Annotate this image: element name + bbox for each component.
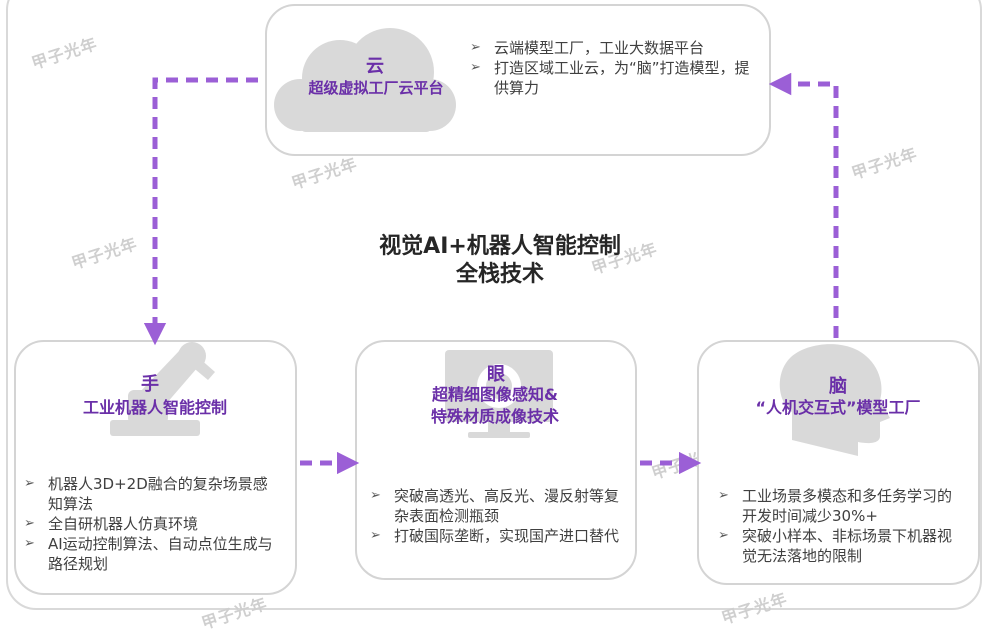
cloud-title: 云 [366, 56, 384, 77]
list-item: ➢打破国际垄断，实现国产进口替代 [370, 527, 620, 545]
center-title-line1: 视觉AI+机器人智能控制 [379, 234, 621, 259]
robot-arm-icon [110, 342, 215, 436]
hand-bullets: ➢机器人3D+2D融合的复杂场景感知算法 ➢全自研机器人仿真环境 ➢AI运动控制… [24, 474, 279, 574]
list-item: ➢机器人3D+2D融合的复杂场景感知算法 [24, 475, 268, 513]
eye-subtitle-line2: 特殊材质成像技术 [430, 407, 559, 426]
eye-subtitle-line1: 超精细图像感知& [432, 385, 558, 404]
eye-monitor-icon [445, 350, 553, 438]
brain-subtitle: “人机交互式”模型工厂 [755, 398, 921, 417]
list-item: ➢云端模型工厂，工业大数据平台 [470, 39, 705, 57]
arrow-brain-to-cloud [768, 72, 839, 338]
list-item: ➢AI运动控制算法、自动点位生成与路径规划 [24, 535, 273, 573]
list-item: ➢工业场景多模态和多任务学习的开发时间减少30%+ [718, 487, 953, 525]
brain-title: 脑 [829, 376, 847, 397]
hand-subtitle: 工业机器人智能控制 [82, 398, 227, 417]
list-item: ➢打造区域工业云，为“脑”打造模型，提供算力 [470, 59, 750, 97]
list-item: ➢突破小样本、非标场景下机器视觉无法落地的限制 [718, 527, 953, 565]
cloud-bullets: ➢云端模型工厂，工业大数据平台 ➢打造区域工业云，为“脑”打造模型，提供算力 [470, 38, 755, 98]
list-item: ➢全自研机器人仿真环境 [24, 515, 199, 533]
eye-title: 眼 [487, 364, 505, 385]
list-item: ➢突破高透光、高反光、漫反射等复杂表面检测瓶颈 [370, 487, 620, 525]
arrow-cloud-to-hand [143, 77, 258, 346]
cloud-icon [274, 28, 456, 132]
center-title-line2: 全栈技术 [455, 262, 544, 287]
outer-frame [6, 0, 982, 610]
eye-bullets: ➢突破高透光、高反光、漫反射等复杂表面检测瓶颈 ➢打破国际垄断，实现国产进口替代 [370, 486, 620, 546]
brain-head-icon [779, 344, 890, 456]
brain-bullets: ➢工业场景多模态和多任务学习的开发时间减少30%+ ➢突破小样本、非标场景下机器… [718, 486, 966, 566]
hand-title: 手 [141, 374, 159, 395]
cloud-subtitle: 超级虚拟工厂云平台 [308, 79, 444, 97]
